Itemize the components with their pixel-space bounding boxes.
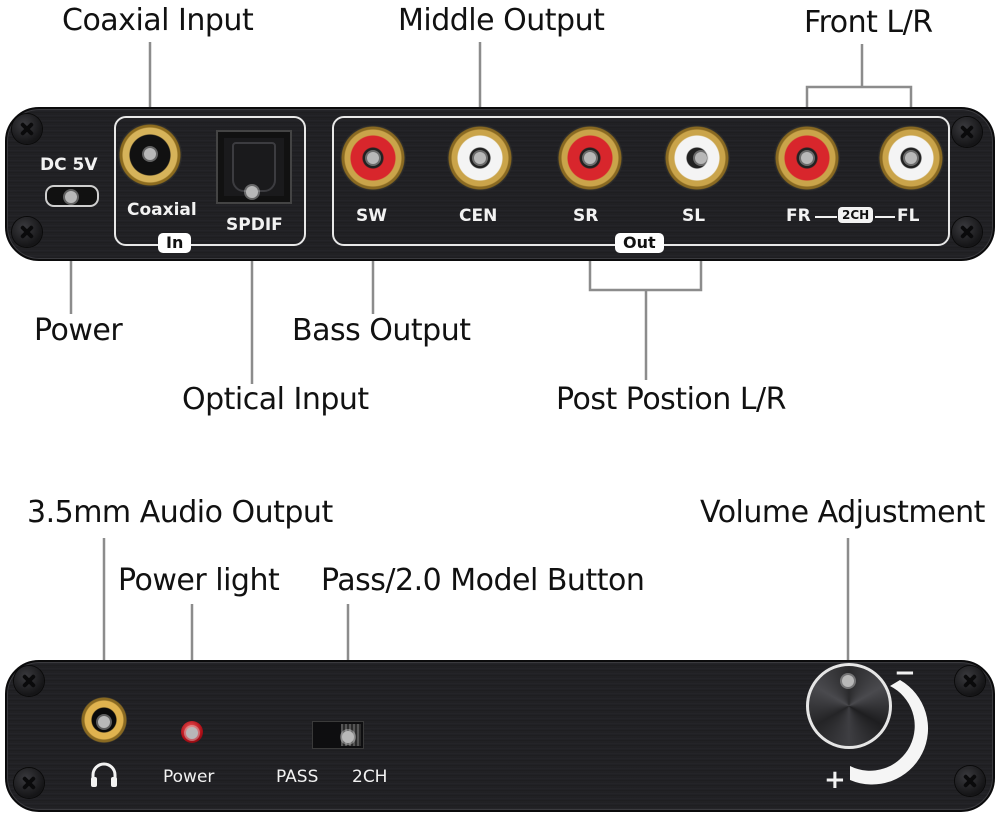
screw-icon [12, 217, 42, 247]
screw-icon [14, 666, 44, 696]
fr-dash [815, 216, 837, 218]
marker-dot [695, 152, 707, 164]
callout-power: Power [34, 313, 123, 348]
marker-dot [65, 191, 77, 203]
marker-dot [474, 152, 486, 164]
power-label: Power [163, 767, 215, 787]
marker-dot [842, 675, 854, 687]
screw-icon [14, 768, 44, 798]
marker-dot [144, 148, 156, 160]
callout-front-lr: Front L/R [804, 5, 933, 40]
pass-label: PASS [276, 767, 319, 787]
spdif-label: SPDIF [226, 215, 283, 235]
callout-post-position-lr: Post Postion L/R [556, 382, 786, 417]
plus-sign: + [824, 765, 846, 795]
marker-dot [584, 152, 596, 164]
callout-coaxial-input: Coaxial Input [62, 3, 254, 38]
callout-3-5mm-audio-output: 3.5mm Audio Output [27, 495, 333, 530]
dc-5v-label: DC 5V [40, 155, 98, 175]
marker-dot [905, 152, 917, 164]
screw-icon [955, 666, 985, 696]
2ch-badge: 2CH [838, 207, 874, 223]
sl-label: SL [682, 206, 706, 226]
screw-icon [952, 217, 982, 247]
headphone-icon [91, 762, 117, 787]
fl-dash [875, 216, 895, 218]
callout-middle-output: Middle Output [398, 3, 605, 38]
callout-optical-input: Optical Input [182, 382, 369, 417]
callout-power-light: Power light [118, 563, 280, 598]
2ch-label: 2CH [352, 767, 388, 787]
minus-sign: − [894, 658, 916, 688]
input-group-frame [114, 116, 306, 246]
pass-2ch-switch[interactable] [312, 721, 364, 749]
marker-dot [342, 731, 354, 743]
marker-dot [246, 186, 258, 198]
marker-dot [186, 727, 198, 739]
screw-icon [12, 114, 42, 144]
screw-icon [955, 766, 985, 796]
sr-label: SR [573, 206, 599, 226]
coaxial-label: Coaxial [127, 200, 197, 220]
screw-icon [952, 117, 982, 147]
marker-dot [98, 716, 110, 728]
sw-label: SW [356, 206, 387, 226]
in-tag: In [158, 233, 192, 253]
callout-volume-adjustment: Volume Adjustment [700, 495, 985, 530]
callout-bass-output: Bass Output [292, 313, 471, 348]
cen-label: CEN [459, 206, 498, 226]
volume-arc-icon [850, 680, 929, 785]
fr-label: FR [786, 206, 811, 226]
marker-dot [801, 152, 813, 164]
output-group-frame [332, 116, 950, 246]
marker-dot [367, 152, 379, 164]
fl-label: FL [897, 206, 920, 226]
callout-pass-button: Pass/2.0 Model Button [321, 563, 645, 598]
out-tag: Out [615, 233, 664, 253]
